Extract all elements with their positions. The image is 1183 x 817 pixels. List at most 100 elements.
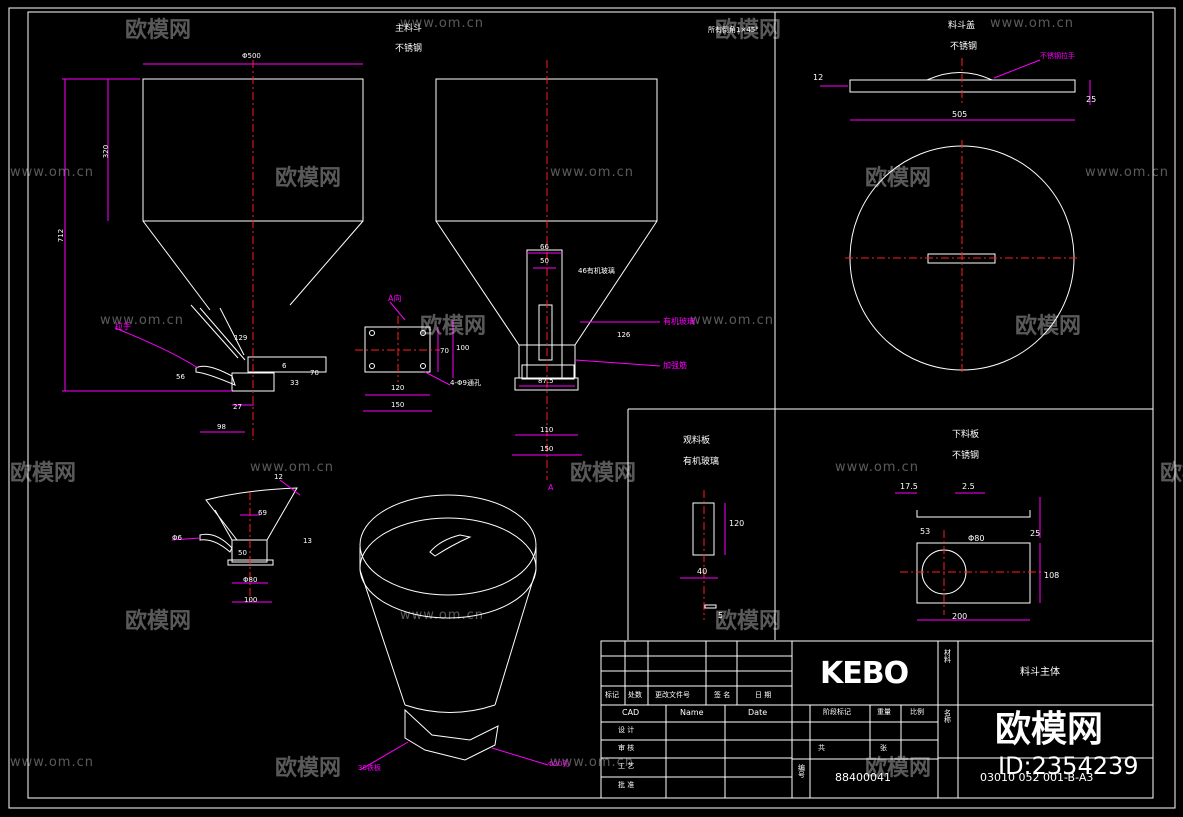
sight-plate-title: 观料板 bbox=[683, 436, 711, 446]
drawing-code: 03010 052 001-B-A3 bbox=[980, 771, 1094, 784]
view-a-title: A向 bbox=[388, 294, 402, 303]
watermark-url: www.om.cn bbox=[550, 755, 634, 770]
main-view-material: 不锈钢 bbox=[395, 44, 423, 54]
bottom-plate-title: 下料板 bbox=[952, 430, 980, 440]
handle-label: 拉手 bbox=[115, 322, 131, 331]
watermark-url: www.om.cn bbox=[10, 755, 94, 770]
tb-scale: 比例 bbox=[910, 708, 924, 716]
watermark-cn: 欧模网 bbox=[10, 461, 77, 486]
dim-27: 27 bbox=[233, 403, 242, 411]
tb-code-col: 编号 bbox=[798, 764, 805, 779]
dim-bp-53: 53 bbox=[920, 527, 931, 536]
watermark-cn: 欧模网 bbox=[275, 166, 342, 191]
dim-total-height: 712 bbox=[57, 228, 66, 243]
watermark-url: www.om.cn bbox=[100, 313, 184, 328]
watermark-cn: 欧模网 bbox=[420, 314, 487, 339]
watermark-cn: 欧模网 bbox=[1160, 461, 1183, 486]
main-view-title: 主料斗 bbox=[395, 24, 423, 34]
tb-date-en: Date bbox=[748, 708, 768, 717]
tb-design: 设 计 bbox=[618, 726, 635, 734]
dim-f-6: Φ6 bbox=[172, 534, 182, 542]
iso-note-1: 36铁板 bbox=[358, 764, 381, 772]
tb-weight: 重量 bbox=[877, 708, 891, 716]
dim-sp-5: 5 bbox=[718, 611, 724, 620]
dim-bp-17-5: 17.5 bbox=[900, 482, 918, 491]
dim-126: 126 bbox=[617, 331, 631, 339]
dim-f-50: 50 bbox=[238, 549, 247, 557]
dim-lid-505: 505 bbox=[952, 110, 968, 119]
watermark-big: 欧模网 bbox=[995, 709, 1104, 750]
dim-sp-40: 40 bbox=[697, 567, 708, 576]
watermark-url: www.om.cn bbox=[400, 608, 484, 623]
dim-a-100: 100 bbox=[456, 344, 470, 352]
note-glass: 有机玻璃 bbox=[663, 317, 695, 326]
bottom-plate-material: 不锈钢 bbox=[952, 451, 980, 461]
dim-33: 33 bbox=[290, 379, 299, 387]
watermark-url: www.om.cn bbox=[550, 165, 634, 180]
dim-bp-2-5: 2.5 bbox=[962, 482, 975, 491]
watermark-url: www.om.cn bbox=[990, 16, 1074, 31]
dim-50: 50 bbox=[540, 257, 549, 265]
dim-f-80: Φ80 bbox=[243, 576, 258, 584]
brand-logo: KEBO bbox=[820, 656, 909, 691]
note-46: 46有机玻璃 bbox=[578, 267, 615, 275]
watermark-cn: 欧模网 bbox=[125, 609, 192, 634]
dim-f-12: 12 bbox=[274, 473, 283, 481]
dim-70: 70 bbox=[310, 369, 319, 377]
dim-a-150: 150 bbox=[391, 401, 405, 409]
dim-56: 56 bbox=[176, 373, 185, 381]
dim-f-69: 69 bbox=[258, 509, 267, 517]
note-weld: 加强筋 bbox=[663, 361, 687, 370]
watermark-cn: 欧模网 bbox=[715, 18, 782, 43]
dim-bp-25: 25 bbox=[1030, 529, 1041, 538]
dim-6: 6 bbox=[282, 362, 287, 370]
part-name: 料斗主体 bbox=[1020, 667, 1060, 678]
dim-f-100: 100 bbox=[244, 596, 258, 604]
sight-plate-material: 有机玻璃 bbox=[683, 457, 720, 467]
dim-bp-200: 200 bbox=[952, 612, 968, 621]
watermark-url: www.om.cn bbox=[10, 165, 94, 180]
lid-material: 不锈钢 bbox=[950, 42, 978, 52]
tb-sheets: 张 bbox=[880, 744, 887, 752]
dim-f-13: 13 bbox=[303, 537, 312, 545]
dim-lid-25: 25 bbox=[1086, 95, 1097, 104]
watermark-url: www.om.cn bbox=[1085, 165, 1169, 180]
dim-150: 150 bbox=[540, 445, 554, 453]
watermark-cn: 欧模网 bbox=[125, 18, 192, 43]
hole-note: 4-Φ9通孔 bbox=[450, 379, 481, 387]
dim-bp-80: Φ80 bbox=[968, 534, 985, 543]
watermark-cn: 欧模网 bbox=[865, 166, 932, 191]
dim-87-5: 87.5 bbox=[538, 377, 554, 385]
watermark-url: www.om.cn bbox=[400, 16, 484, 31]
dim-129: 129 bbox=[234, 334, 248, 342]
tb-sign: 签 名 bbox=[714, 691, 731, 699]
watermark-cn: 欧模网 bbox=[1015, 314, 1082, 339]
dim-top-diameter: Φ500 bbox=[242, 52, 261, 60]
tb-name: Name bbox=[680, 708, 704, 717]
tb-stage: 阶段标记 bbox=[823, 708, 851, 716]
section-a: A bbox=[548, 483, 554, 492]
tb-process: 工 艺 bbox=[618, 762, 635, 770]
dim-upper-height: 320 bbox=[102, 144, 111, 159]
dim-98: 98 bbox=[217, 423, 226, 431]
tb-count: 处数 bbox=[628, 691, 642, 699]
watermark-cn: 欧模网 bbox=[865, 756, 932, 781]
watermark-cn: 欧模网 bbox=[715, 609, 782, 634]
chamfer-note: 所有倒角1×45° bbox=[708, 26, 759, 34]
watermark-cn: 欧模网 bbox=[275, 756, 342, 781]
tb-mark: 标记 bbox=[605, 691, 619, 699]
dim-sp-120: 120 bbox=[729, 519, 745, 528]
dim-lid-12: 12 bbox=[813, 73, 824, 82]
tb-cad: CAD bbox=[622, 708, 640, 717]
watermark-cn: 欧模网 bbox=[570, 461, 637, 486]
dim-a-120: 120 bbox=[391, 384, 405, 392]
dim-110: 110 bbox=[540, 426, 554, 434]
dim-66: 66 bbox=[540, 243, 549, 251]
watermark-id: ID:2354239 bbox=[998, 752, 1139, 780]
tb-check: 审 核 bbox=[618, 744, 635, 752]
iso-note-2: Φ20孔 bbox=[548, 760, 570, 768]
watermark-url: www.om.cn bbox=[250, 460, 334, 475]
tb-file: 更改文件号 bbox=[655, 691, 690, 699]
tb-sheets-total: 共 bbox=[818, 744, 825, 752]
tb-material-col: 材料 bbox=[944, 649, 951, 664]
